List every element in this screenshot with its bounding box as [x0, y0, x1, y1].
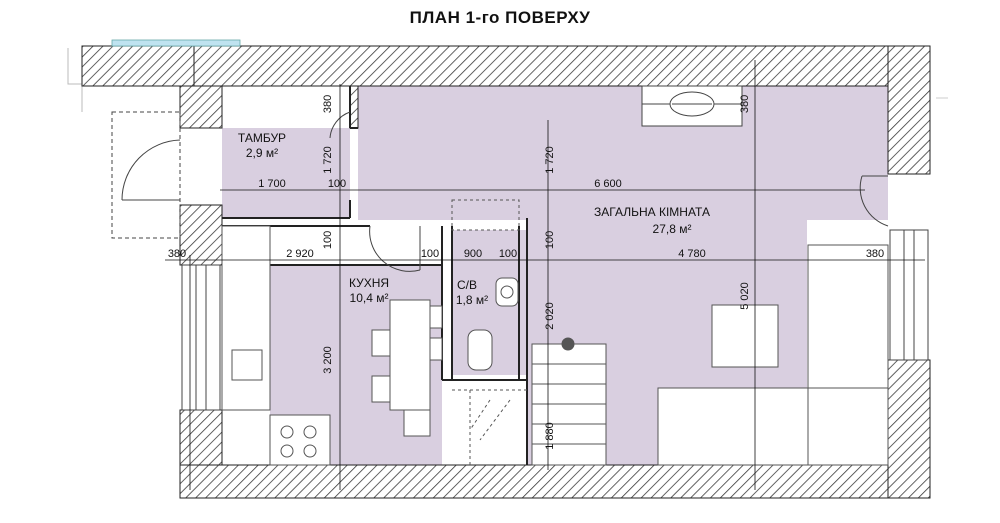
- dim-h2-2: 100: [421, 248, 439, 260]
- bathroom-fixtures: [451, 199, 520, 371]
- room-area-kitchen: 10,4 м²: [350, 291, 389, 305]
- dim-v-7: 2 020: [544, 302, 556, 330]
- wall-bottom: [179, 464, 931, 499]
- wall-right-lower: [887, 359, 931, 499]
- dim-v-2: 1 720: [544, 146, 556, 174]
- dimension-labels-v: 380 1 720 1 720 380 100 100 3 200 2 020 …: [322, 95, 751, 450]
- room-area-bath: 1,8 м²: [456, 293, 488, 307]
- wall-left-mid: [179, 204, 223, 266]
- walls: [81, 45, 931, 499]
- room-area-living: 27,8 м²: [653, 222, 692, 236]
- dim-h2-1: 2 920: [286, 248, 314, 260]
- dimension-lines: [165, 60, 925, 490]
- dim-h2-5: 4 780: [678, 248, 706, 260]
- room-name-bath: С/В: [457, 278, 477, 292]
- dining-table: [389, 299, 431, 411]
- living-furniture: [657, 244, 889, 466]
- dim-h2-6: 380: [866, 248, 884, 260]
- dim-h1-1: 100: [328, 178, 346, 190]
- dim-v-6: 3 200: [322, 346, 334, 374]
- wall-top: [81, 45, 931, 87]
- dim-v-0: 380: [322, 95, 334, 113]
- dim-v-4: 100: [322, 231, 334, 249]
- coffee-table: [711, 304, 779, 368]
- room-area-tambur: 2,9 м²: [246, 146, 278, 160]
- dim-v-8: 5 020: [739, 282, 751, 310]
- room-name-kitchen: КУХНЯ: [349, 276, 389, 290]
- room-name-living: ЗАГАЛЬНА КІМНАТА: [594, 205, 710, 219]
- kitchen-furniture: [221, 225, 443, 466]
- dim-v-9: 1 880: [544, 422, 556, 450]
- dim-v-3: 380: [739, 95, 751, 113]
- dim-h2-4: 100: [499, 248, 517, 260]
- dim-v-1: 1 720: [322, 146, 334, 174]
- windows: [111, 39, 929, 411]
- living-upper-fill: [358, 86, 888, 220]
- dim-v-5: 100: [544, 231, 556, 249]
- wall-right-upper: [887, 45, 931, 175]
- wall-left-upper: [179, 85, 223, 129]
- kitchen-stove: [269, 414, 331, 466]
- dim-h2-3: 900: [464, 248, 482, 260]
- tambur-fill: [222, 128, 350, 218]
- dimension-labels-h1: 1 700 100 6 600: [258, 178, 622, 190]
- entrance: [111, 111, 889, 272]
- dim-h1-2: 6 600: [594, 178, 622, 190]
- room-labels: ТАМБУР 2,9 м² ЗАГАЛЬНА КІМНАТА 27,8 м² К…: [238, 131, 710, 307]
- staircase: [452, 337, 607, 466]
- page-title: ПЛАН 1-го ПОВЕРХУ: [409, 8, 591, 27]
- room-name-tambur: ТАМБУР: [238, 131, 286, 145]
- dim-h2-0: 380: [168, 248, 186, 260]
- sofa-horizontal: [657, 387, 889, 466]
- dimension-labels-h2: 380 2 920 100 900 100 4 780 380: [168, 248, 884, 260]
- kitchen-sink: [231, 349, 263, 381]
- dim-h1-0: 1 700: [258, 178, 286, 190]
